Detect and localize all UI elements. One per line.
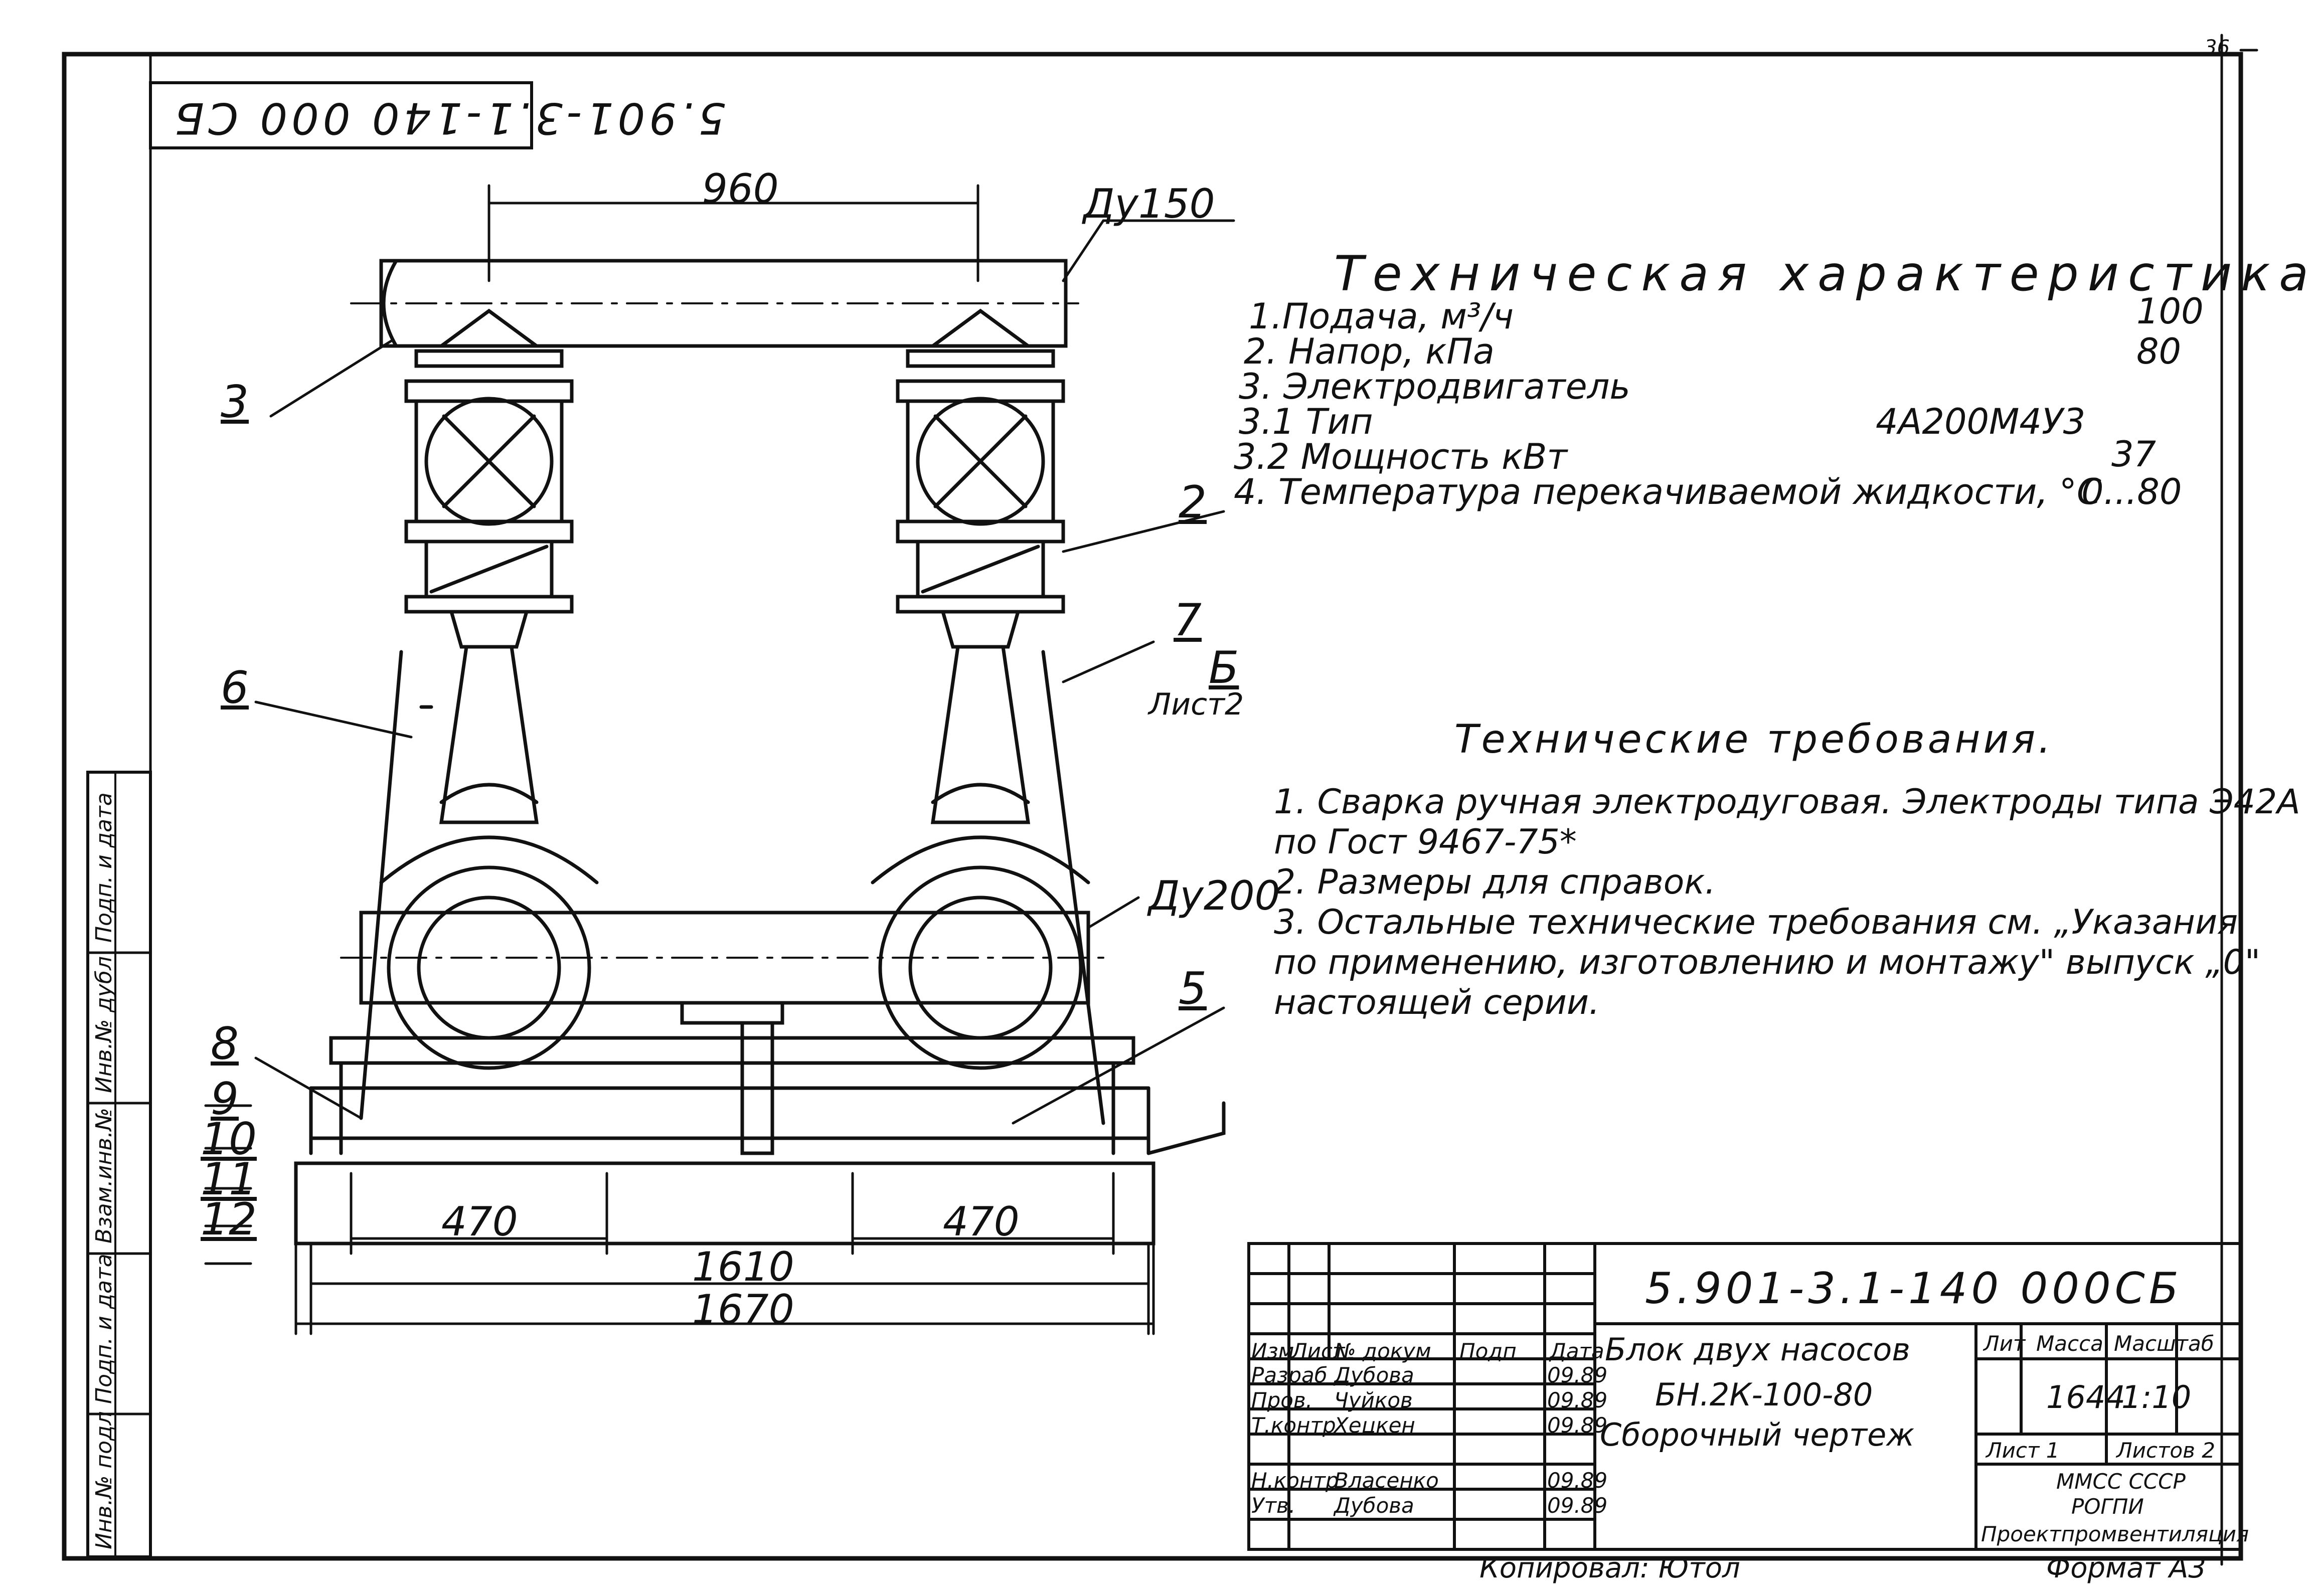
title-block	[1247, 1242, 2242, 1551]
stamp-box	[149, 81, 533, 149]
tb-col-date: Дата	[1550, 1339, 1604, 1363]
spec-value-2: 80	[2136, 331, 2182, 372]
callout-10: 10	[201, 1113, 257, 1165]
callout-12: 12	[201, 1193, 257, 1245]
req-line-5: по применению, изготовлению и монтажу" в…	[1274, 943, 2260, 982]
margin-inv-dubl: Инв.№ дубл	[91, 956, 117, 1093]
spec-row-2: 2. Напор, кПа	[1244, 331, 1495, 372]
tb-col-izm: Изм	[1251, 1339, 1294, 1363]
margin-podp-data: Подп. и дата	[91, 1254, 117, 1404]
req-line-4: 3. Остальные технические требования см. …	[1274, 903, 2238, 942]
tb-col-doc: № докум	[1334, 1339, 1431, 1363]
tb-name-sign-1: Дубова	[1334, 1363, 1414, 1387]
req-title: Технические требования.	[1454, 717, 2054, 762]
callout-11: 11	[201, 1153, 257, 1205]
req-line-3: 2. Размеры для справок.	[1274, 862, 1716, 902]
spec-row-3-1: 3.1 Тип	[1239, 401, 1373, 442]
spec-value-3-2: 37	[2111, 434, 2157, 475]
callout-sheet2: Лист2	[1148, 687, 1244, 722]
req-line-6: настоящей серии.	[1274, 983, 1600, 1022]
spec-value-3-1: 4А200М4У3	[1876, 401, 2086, 442]
tb-org-3: Проектпромвентиляция	[1981, 1522, 2249, 1546]
spec-row-4: 4. Температура перекачиваемой жидкости, …	[1234, 471, 2101, 512]
callout-6: 6	[221, 662, 249, 714]
tb-date-2: 09.89	[1547, 1388, 1608, 1412]
tb-role-5: Утв.	[1251, 1493, 1296, 1518]
dim-960: 960	[702, 165, 779, 212]
tb-name-sign-2: Чуйков	[1334, 1388, 1413, 1412]
tb-name-sign-4: Власенко	[1334, 1468, 1439, 1493]
tb-head-mass: Масса	[2036, 1331, 2103, 1356]
tb-scale: 1:10	[2121, 1379, 2192, 1415]
spec-value-4: 0...80	[2081, 471, 2182, 512]
spec-row-3-2: 3.2 Мощность кВт	[1234, 436, 1568, 477]
dim-470-right: 470	[943, 1198, 1020, 1245]
callout-7: 7	[1174, 594, 1202, 646]
left-pump-assembly	[359, 308, 599, 1120]
callout-b: Б	[1209, 642, 1239, 693]
page-number: 36	[2204, 36, 2230, 59]
req-line-2: по Гост 9467-75*	[1274, 822, 1577, 862]
tb-date-5: 09.89	[1547, 1493, 1608, 1518]
callout-8: 8	[211, 1018, 239, 1070]
margin-box	[86, 771, 152, 1558]
tb-date-4: 09.89	[1547, 1468, 1608, 1493]
tb-col-sign: Подп	[1459, 1339, 1517, 1363]
tb-name-3: Сборочный чертеж	[1600, 1416, 1915, 1453]
req-line-1: 1. Сварка ручная электродуговая. Электро…	[1274, 782, 2300, 822]
tb-designation: 5.901-3.1-140 000СБ	[1645, 1264, 2183, 1314]
copied-note: Копировал: Ютол	[1479, 1552, 1740, 1584]
tb-org-2: РОГПИ	[2071, 1494, 2144, 1519]
spec-row-3: 3. Электродвигатель	[1239, 366, 1630, 407]
tb-sheets: Листов 2	[2116, 1438, 2215, 1463]
tb-date-1: 09.89	[1547, 1363, 1608, 1387]
tb-role-4: Н.контр	[1251, 1468, 1339, 1493]
stamp-code: 5.901-3.1-140 000 СБ	[171, 93, 726, 143]
spec-value-1: 100	[2136, 291, 2204, 332]
tb-role-3: Т.контр	[1251, 1413, 1336, 1438]
spec-row-1: 1.Подача, м³/ч	[1249, 296, 1514, 337]
callout-9: 9	[211, 1073, 239, 1125]
callout-3: 3	[221, 376, 249, 428]
base-frame	[294, 1036, 1226, 1246]
tb-head-scale: Масштаб	[2114, 1331, 2214, 1356]
tb-col-list: Лист	[1291, 1339, 1345, 1363]
tb-name-sign-3: Хецкен	[1334, 1413, 1415, 1438]
dim-dn200: Ду200	[1148, 872, 1280, 919]
dim-1610: 1610	[692, 1244, 794, 1290]
margin-inv-podl: Инв.№ подл	[91, 1411, 117, 1549]
margin-podp-data-2: Подп. и дата	[91, 792, 117, 943]
tb-name-1: Блок двух насосов	[1605, 1331, 1910, 1368]
callout-5: 5	[1179, 963, 1207, 1014]
tb-name-2: БН.2К-100-80	[1655, 1376, 1873, 1413]
dim-dn150: Ду150	[1083, 181, 1215, 227]
tb-org-1: ММСС СССР	[2056, 1469, 2186, 1494]
dim-1670: 1670	[692, 1286, 794, 1333]
tb-name-sign-5: Дубова	[1334, 1493, 1414, 1518]
format-note: Формат А3	[2046, 1552, 2206, 1584]
tb-date-3: 09.89	[1547, 1413, 1608, 1438]
tb-role-2: Пров.	[1251, 1388, 1313, 1412]
tb-sheet: Лист 1	[1986, 1438, 2060, 1463]
tb-head-lit: Лит	[1984, 1331, 2026, 1356]
dim-470-left: 470	[441, 1198, 518, 1245]
spec-title: Техническая характеристика	[1334, 246, 2312, 302]
tb-role-1: Разраб	[1251, 1363, 1328, 1387]
callout-2: 2	[1179, 476, 1207, 528]
margin-vzam-inv: Взам.инв.№	[91, 1108, 117, 1244]
tb-mass: 1644	[2046, 1379, 2125, 1415]
